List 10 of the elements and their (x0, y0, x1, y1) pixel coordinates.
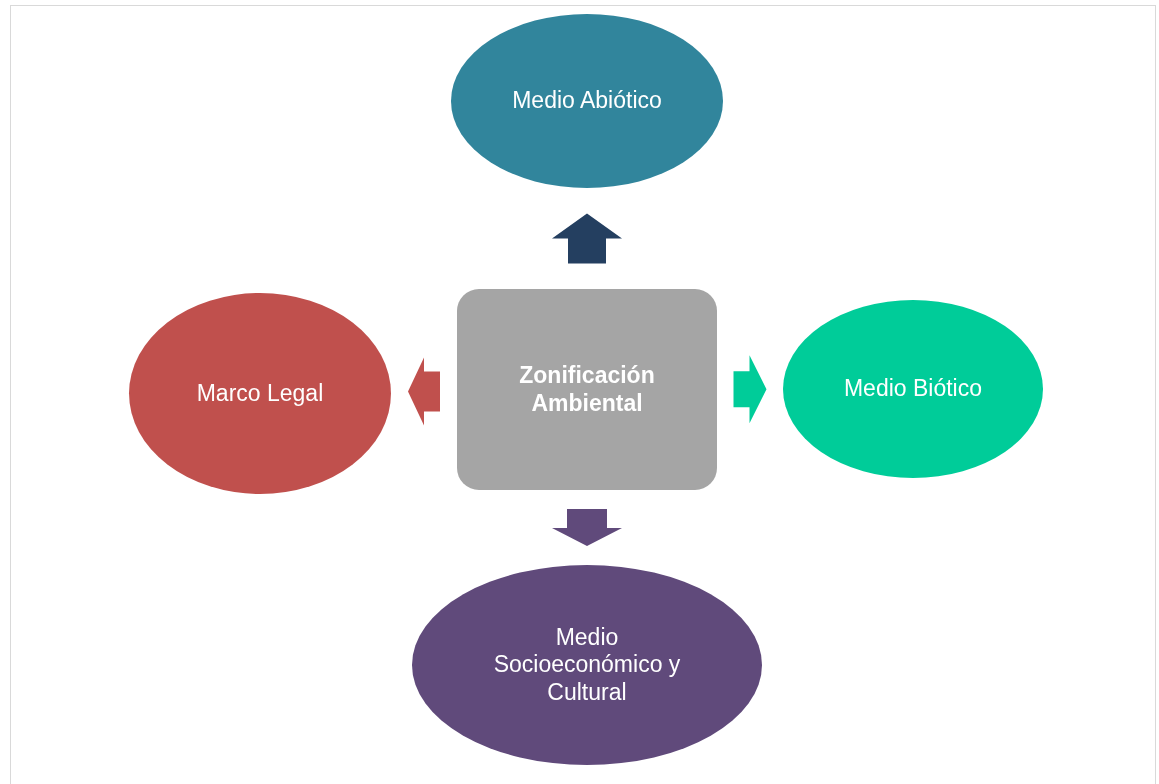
rounded-box (457, 289, 717, 490)
block-arrow (552, 509, 622, 546)
node-label: Zonificación Ambiental (518, 361, 656, 418)
node-label: Medio Biótico (842, 375, 984, 403)
node-label: Marco Legal (195, 379, 325, 408)
node-label: Medio Socioeconómico y Cultural (492, 623, 682, 707)
block-arrow (552, 213, 622, 264)
node-label: Medio Abiótico (511, 87, 663, 115)
block-arrow (408, 357, 440, 426)
block-arrow (733, 355, 767, 424)
